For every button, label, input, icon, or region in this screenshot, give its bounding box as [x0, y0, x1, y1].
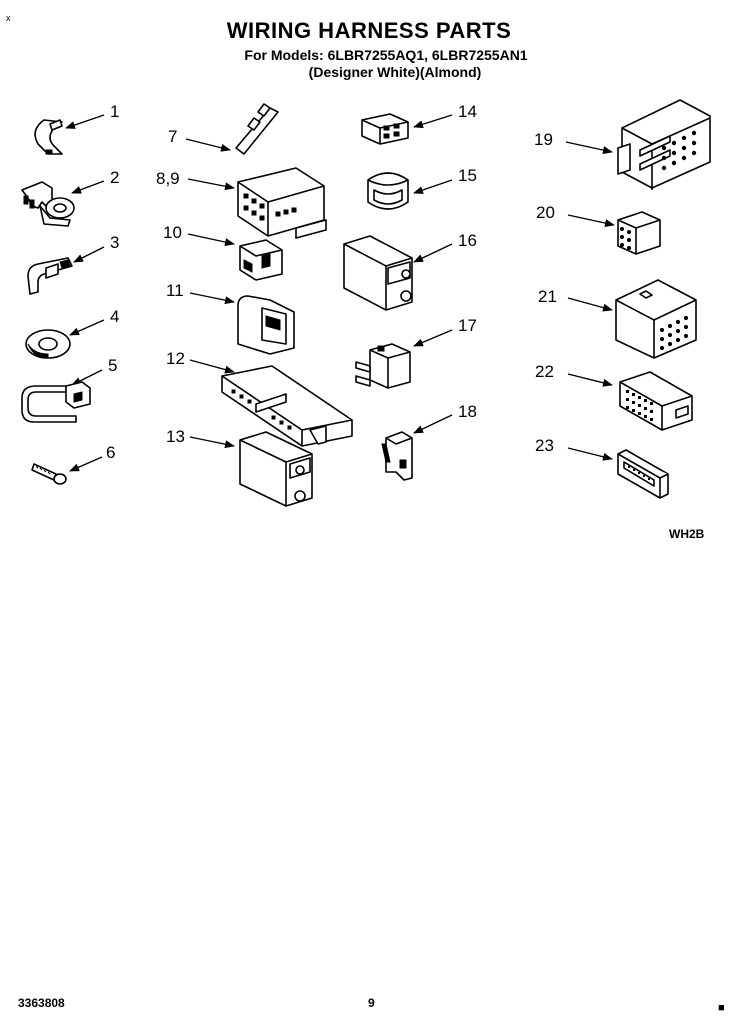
part-6-illustration [31, 463, 67, 485]
part-14-label: 14 [458, 102, 477, 121]
part-1-illustration [34, 119, 63, 155]
part-11[interactable]: 11 [166, 281, 295, 355]
part-6[interactable]: 6 [31, 443, 115, 485]
part-22-label: 22 [535, 362, 554, 381]
part-21-leader [567, 297, 613, 312]
part-5[interactable]: 5 [21, 356, 117, 423]
part-18-label: 18 [458, 402, 477, 421]
part-8-9[interactable]: 8,9 [156, 167, 327, 239]
part-13-leader [189, 436, 235, 449]
part-3-illustration [27, 257, 73, 295]
part-7[interactable]: 7 [168, 103, 279, 155]
part-13-illustration [239, 431, 313, 507]
part-17-leader [413, 329, 453, 347]
part-19-illustration [617, 99, 711, 190]
part-2-illustration [21, 181, 75, 227]
part-1-leader [65, 114, 105, 129]
part-23[interactable]: 23 [535, 436, 669, 499]
diagram-code: WH2B [669, 527, 705, 541]
part-21[interactable]: 21 [538, 279, 697, 359]
part-13-label: 13 [166, 427, 185, 446]
part-21-label: 21 [538, 287, 557, 306]
part-14[interactable]: 14 [361, 102, 477, 145]
part-12-leader [189, 359, 235, 374]
part-22-illustration [619, 371, 693, 431]
part-23-leader [567, 447, 613, 461]
part-6-label: 6 [106, 443, 115, 462]
part-12-illustration [221, 365, 353, 447]
corner-mark-bottom: ■ [718, 1002, 725, 1014]
part-3-leader [73, 246, 105, 263]
part-2-leader [71, 180, 105, 194]
part-11-leader [189, 292, 235, 305]
part-19-leader [565, 141, 613, 154]
part-20-label: 20 [536, 203, 555, 222]
part-15[interactable]: 15 [367, 166, 477, 210]
part-2-label: 2 [110, 168, 119, 187]
part-3[interactable]: 3 [27, 233, 119, 295]
part-15-illustration [367, 172, 409, 210]
part-4[interactable]: 4 [25, 307, 119, 359]
part-18-leader [413, 414, 453, 434]
part-17[interactable]: 17 [355, 316, 477, 389]
models-line-text: For Models: 6LBR7255AQ1, 6LBR7255AN1 [244, 47, 528, 63]
part-12-label: 12 [166, 349, 185, 368]
part-15-label: 15 [458, 166, 477, 185]
part-13[interactable]: 13 [166, 427, 313, 507]
part-19-label: 19 [534, 130, 553, 149]
part-20-illustration [617, 211, 661, 255]
part-7-label: 7 [168, 127, 177, 146]
part-17-label: 17 [458, 316, 477, 335]
part-8-9-illustration [237, 167, 327, 239]
part-5-illustration [21, 381, 91, 423]
models-line: For Models: 6LBR7255AQ1, 6LBR7255AN1 [0, 47, 736, 63]
part-11-illustration [237, 295, 295, 355]
part-16[interactable]: 16 [343, 231, 477, 311]
colors-line: (Designer White)(Almond) [0, 64, 736, 80]
part-7-leader [185, 138, 231, 152]
part-5-label: 5 [108, 356, 117, 375]
part-2[interactable]: 2 [21, 168, 119, 227]
part-16-label: 16 [458, 231, 477, 250]
part-10-label: 10 [163, 223, 182, 242]
part-4-leader [69, 319, 105, 336]
part-15-leader [413, 179, 453, 194]
part-6-leader [69, 456, 103, 472]
part-22-leader [567, 373, 613, 387]
part-18-illustration [381, 431, 413, 481]
corner-mark-top: x [6, 13, 11, 23]
page-title-text: WIRING HARNESS PARTS [226, 18, 512, 43]
part-17-illustration [355, 343, 411, 389]
part-23-illustration [617, 449, 669, 499]
part-4-label: 4 [110, 307, 119, 326]
part-23-label: 23 [535, 436, 554, 455]
part-16-illustration [343, 235, 413, 311]
part-19[interactable]: 19 [534, 99, 711, 190]
part-8-9-label: 8,9 [156, 169, 180, 188]
part-21-illustration [615, 279, 697, 359]
part-7-illustration [235, 103, 279, 155]
part-1[interactable]: 1 [34, 102, 119, 155]
part-1-label: 1 [110, 102, 119, 121]
part-16-leader [413, 243, 453, 263]
part-3-label: 3 [110, 233, 119, 252]
part-10-leader [187, 233, 235, 246]
part-22[interactable]: 22 [535, 362, 693, 431]
page-title: WIRING HARNESS PARTS [0, 18, 736, 44]
part-14-illustration [361, 113, 409, 145]
colors-line-text: (Designer White)(Almond) [308, 64, 482, 80]
part-18[interactable]: 18 [381, 402, 477, 481]
part-12[interactable]: 12 [166, 349, 353, 447]
page-number: 9 [368, 996, 375, 1010]
part-10-illustration [239, 239, 283, 281]
document-number: 3363808 [18, 996, 65, 1010]
part-4-illustration [25, 329, 71, 359]
part-11-label: 11 [166, 281, 184, 300]
part-10[interactable]: 10 [163, 223, 283, 281]
part-20-leader [567, 214, 615, 227]
part-20[interactable]: 20 [536, 203, 661, 255]
part-14-leader [413, 114, 453, 129]
part-8-9-leader [187, 178, 235, 191]
